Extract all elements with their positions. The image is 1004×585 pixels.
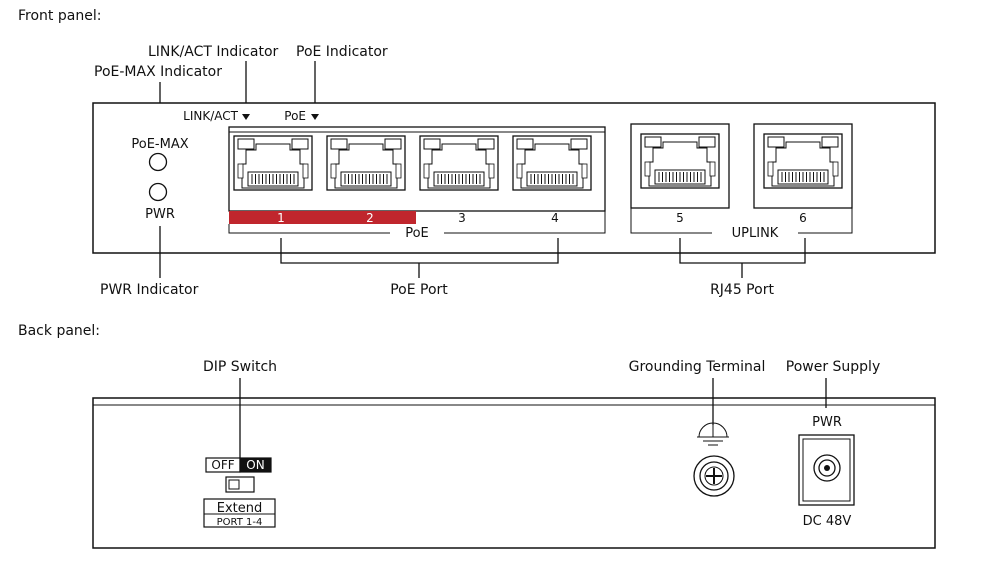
port-number-6: 6: [799, 211, 807, 225]
dip-switch-callout: DIP Switch: [203, 359, 277, 375]
poe-indicator-callout: PoE Indicator: [296, 44, 388, 60]
link-act-led-label: LINK/ACT: [183, 109, 238, 123]
poe-max-led-label: PoE-MAX: [131, 137, 188, 152]
dip-on-box: [239, 457, 272, 473]
rj45-port-5: [640, 133, 720, 189]
pwr-led: [148, 182, 168, 202]
poe-group-label: PoE: [405, 226, 429, 241]
pwr-led-label: PWR: [145, 207, 175, 222]
extend-ports-label: PORT 1-4: [217, 517, 263, 528]
poe-port-callout: PoE Port: [390, 282, 448, 298]
port-number-4: 4: [551, 211, 559, 225]
uplink-bracket-left: [630, 208, 712, 234]
dip-on-label: ON: [246, 458, 264, 472]
rj45-port-3: [419, 135, 499, 191]
poe-max-indicator-callout: PoE-MAX Indicator: [94, 64, 222, 80]
link-act-indicator-callout: LINK/ACT Indicator: [148, 44, 279, 60]
rj45-port-callout: RJ45 Port: [710, 282, 774, 298]
front-panel-heading: Front panel:: [18, 8, 101, 24]
power-pwr-label: PWR: [812, 415, 842, 430]
dip-switch-toggle: [228, 479, 240, 490]
grounding-screw-icon: [693, 455, 735, 497]
dc-jack-icon: [798, 434, 855, 506]
poe-group-bracket-right: [444, 211, 606, 234]
link-act-arrow-icon: [242, 114, 250, 120]
poe-highlight-bar: [229, 211, 416, 224]
rj45-port-1: [233, 135, 313, 191]
power-supply-callout: Power Supply: [786, 359, 881, 375]
ground-symbol-icon: [697, 422, 729, 446]
uplink-bracket-right: [798, 208, 853, 234]
extend-label-box: [203, 498, 276, 528]
back-panel-heading: Back panel:: [18, 323, 100, 339]
poe-group-bracket-left: [228, 224, 390, 234]
poe-arrow-icon: [311, 114, 319, 120]
rj45-port-2: [326, 135, 406, 191]
rj45-port-4: [512, 135, 592, 191]
pwr-indicator-callout: PWR Indicator: [100, 282, 199, 298]
port-number-5: 5: [676, 211, 684, 225]
extend-label: Extend: [217, 501, 263, 516]
rj45-port-6: [763, 133, 843, 189]
dip-off-label: OFF: [211, 458, 234, 472]
uplink-group-label: UPLINK: [732, 226, 779, 241]
dc-voltage-label: DC 48V: [803, 514, 852, 529]
grounding-terminal-callout: Grounding Terminal: [629, 359, 766, 375]
port-number-1: 1: [277, 211, 285, 225]
port-number-2: 2: [366, 211, 374, 225]
poe-max-led: [148, 152, 168, 172]
poe-led-label: PoE: [284, 109, 306, 123]
port-number-3: 3: [458, 211, 466, 225]
